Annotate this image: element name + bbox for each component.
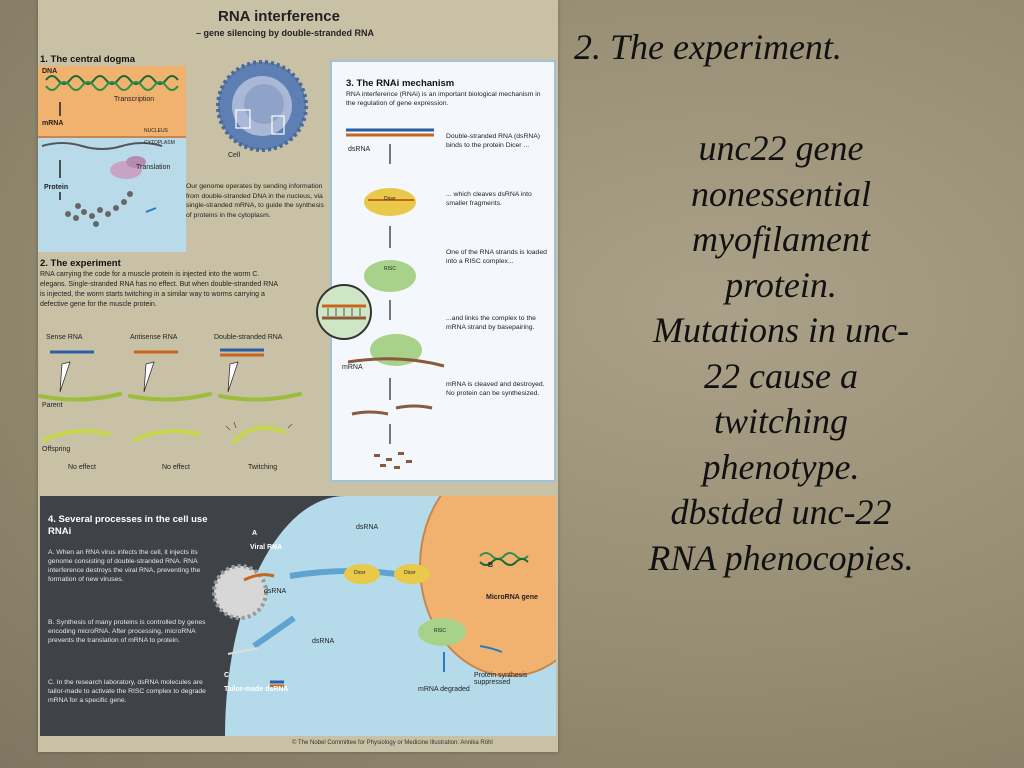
mrna-strand-label: mRNA: [342, 364, 363, 371]
rnai-step-1: Double-stranded RNA (dsRNA) binds to the…: [446, 133, 541, 149]
sense-rna-label: Sense RNA: [46, 334, 83, 341]
body-line: protein.: [725, 264, 837, 305]
body-line: RNA phenocopies.: [648, 537, 914, 578]
cell-image: [216, 60, 308, 152]
body-line: twitching: [714, 401, 848, 441]
result-sense: No effect: [68, 464, 96, 471]
risc-label-panel4: RISC: [434, 628, 446, 634]
dsrna-label-b: dsRNA: [356, 524, 379, 531]
rnai-figure: RNA interference – gene silencing by dou…: [38, 0, 558, 752]
offspring-label: Offspring: [42, 446, 71, 453]
result-antisense: No effect: [162, 464, 190, 471]
nucleus-region: [38, 66, 186, 138]
body-line: unc22 gene: [698, 128, 864, 168]
process-b-text: B. Synthesis of many proteins is control…: [48, 619, 206, 644]
worm-experiment-drawing: [38, 348, 302, 444]
figure-credits: © The Nobel Committee for Physiology or …: [292, 740, 493, 746]
body-line: dbstded unc-22: [670, 492, 892, 532]
body-line: 22 cause a: [704, 355, 858, 396]
viral-rna-label: Viral RNA: [250, 544, 283, 551]
cytoplasm-label: CYTOPLASM: [144, 140, 175, 146]
experiment-title: 2. The experiment: [40, 258, 121, 269]
slide-title: 2. The experiment.: [574, 27, 842, 67]
protein-label: Protein: [44, 184, 69, 191]
slide-body: unc22 gene nonessential myofilament prot…: [586, 126, 976, 581]
transcription-label: Transcription: [114, 96, 155, 103]
antisense-rna-label: Antisense RNA: [130, 334, 178, 341]
rnai-step-4: ...and links the complex to the mRNA str…: [446, 315, 536, 331]
dna-label: DNA: [42, 68, 58, 75]
rnai-step-2: ... which cleaves dsRNA into smaller fra…: [446, 191, 532, 207]
rnai-step-3: One of the RNA strands is loaded into a …: [446, 249, 547, 265]
translation-label: Translation: [136, 164, 171, 171]
process-a-text: A. When an RNA virus infects the cell, i…: [48, 549, 201, 583]
cell-description: Our genome operates by sending informati…: [186, 183, 324, 219]
tailor-made-dsrna-label: Tailor-made dsRNA: [224, 686, 289, 693]
rnai-mechanism-intro: RNA interference (RNAi) is an important …: [346, 91, 541, 107]
result-double-stranded: Twitching: [248, 464, 278, 471]
experiment-description: RNA carrying the code for a muscle prote…: [40, 271, 278, 308]
microrna-gene-label: MicroRNA gene: [486, 594, 538, 601]
label-b: B: [488, 562, 494, 569]
cell-label: Cell: [228, 152, 241, 159]
protein-suppressed-label: Protein synthesis suppressed: [474, 672, 528, 686]
body-line: Mutations in unc-: [653, 310, 909, 350]
dsrna-label-c: dsRNA: [312, 638, 335, 645]
dogma-drawing: [41, 75, 179, 227]
body-line: nonessential: [691, 173, 871, 214]
rnai-steps-drawing: [346, 128, 445, 469]
nucleus-label: NUCLEUS: [144, 128, 168, 134]
dsrna-label-a: dsRNA: [264, 588, 287, 595]
central-dogma-title: 1. The central dogma: [40, 54, 136, 65]
parent-label: Parent: [42, 402, 63, 409]
dicer-label-1: Dicer: [354, 570, 366, 576]
risc-label: RISC: [384, 266, 396, 272]
rnai-processes-panel: 4. Several processes in the cell use RNA…: [40, 496, 556, 736]
basepairing-magnifier: [316, 284, 372, 340]
dicer-label: Dicer: [384, 196, 396, 202]
processes-title: 4. Several processes in the cell use RNA…: [48, 514, 208, 537]
rnai-step-5: mRNA is cleaved and destroyed. No protei…: [446, 381, 545, 397]
rnai-mechanism-panel: 3. The RNAi mechanism RNA interference (…: [330, 60, 556, 482]
figure-title: RNA interference: [218, 8, 340, 25]
body-line: myofilament: [692, 219, 870, 259]
figure-subtitle: – gene silencing by double-stranded RNA: [196, 28, 375, 38]
processes-drawing: [212, 496, 556, 688]
mrna-label: mRNA: [42, 120, 64, 127]
central-dogma-diagram: DNA Transcription mRNA NUCLEUS CYTOPLASM…: [38, 66, 186, 252]
mrna-degraded-label: mRNA degraded: [418, 686, 470, 693]
process-c-text: C. In the research laboratory, dsRNA mol…: [48, 679, 206, 704]
rnai-mechanism-title: 3. The RNAi mechanism: [346, 78, 455, 89]
dicer-label-2: Dicer: [404, 570, 416, 576]
double-stranded-rna-label: Double-stranded RNA: [214, 334, 283, 341]
dsrna-label: dsRNA: [348, 146, 371, 153]
label-c: C: [224, 672, 230, 679]
body-line: phenotype.: [702, 446, 860, 487]
label-a: A: [252, 530, 258, 537]
